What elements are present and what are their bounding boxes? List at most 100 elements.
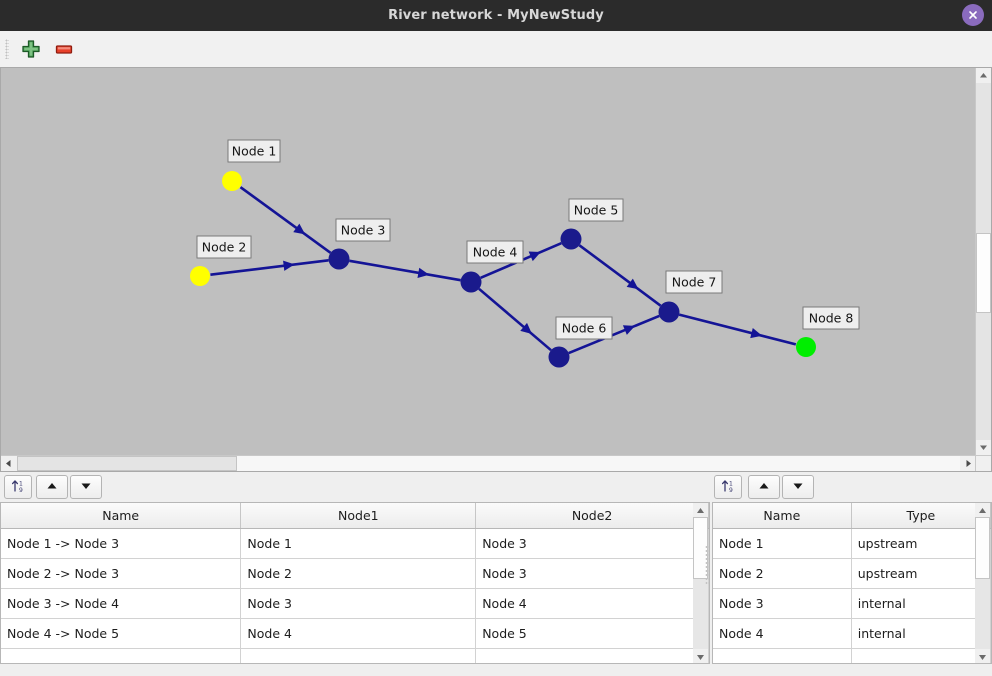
canvas-vertical-scrollbar[interactable]	[975, 68, 991, 456]
network-canvas[interactable]: Node 1 Node 2 Node 3 Node 4 Node 5 Node 6 Node…	[0, 67, 992, 509]
graph-node-node-5[interactable]	[560, 228, 582, 250]
cell-name[interactable]: Node 1	[713, 528, 852, 559]
scroll-up-icon[interactable]	[975, 503, 990, 517]
cell-node2[interactable]: Node 3	[475, 558, 709, 589]
scroll-track-right[interactable]	[237, 456, 960, 471]
cell-node1[interactable]: Node 3	[240, 588, 477, 619]
cell-name[interactable]: Node 2	[713, 558, 852, 589]
sort-ascending-icon[interactable]: 1 9	[714, 475, 742, 499]
canvas-hscroll-thumb[interactable]	[17, 456, 237, 471]
node-label-node-5[interactable]: Node 5	[568, 198, 624, 222]
nodes-table[interactable]: Name Type Node 1 upstream Node 2 upstrea…	[712, 502, 992, 664]
graph-node-node-8[interactable]	[796, 337, 816, 357]
cell-name[interactable]	[1, 648, 242, 663]
node-label-node-3[interactable]: Node 3	[335, 218, 391, 242]
links-table-scrollbar[interactable]	[693, 503, 708, 663]
cell-name[interactable]: Node 2 -> Node 3	[1, 558, 242, 589]
cell-node1[interactable]: Node 4	[240, 618, 477, 649]
svg-text:Node 8: Node 8	[809, 311, 854, 326]
table-row: Node 2 upstream	[713, 558, 991, 589]
node-label-node-2[interactable]: Node 2	[196, 235, 252, 259]
scroll-track[interactable]	[975, 579, 990, 649]
links-header-row: Name Node1 Node2	[1, 503, 709, 529]
cell-type[interactable]: internal	[851, 588, 991, 619]
scroll-track-lower[interactable]	[976, 313, 991, 440]
nodes-pane: 1 9 Name Type	[712, 472, 992, 676]
cell-name[interactable]: Node 3 -> Node 4	[1, 588, 242, 619]
toolbar-drag-handle[interactable]	[5, 39, 9, 59]
graph-node-node-1[interactable]	[222, 171, 242, 191]
scroll-down-icon[interactable]	[693, 649, 708, 663]
svg-text:1: 1	[729, 481, 733, 488]
cell-node2[interactable]: Node 5	[475, 618, 709, 649]
graph-node-node-4[interactable]	[460, 271, 482, 293]
nodes-col-type[interactable]: Type	[851, 503, 991, 529]
edge-n2-n3[interactable]	[210, 258, 329, 277]
edge-n4-n6[interactable]	[478, 287, 552, 352]
graph-node-node-7[interactable]	[658, 301, 680, 323]
links-col-node1[interactable]: Node1	[240, 503, 477, 529]
svg-text:Node 6: Node 6	[562, 321, 607, 336]
edge-n5-n7[interactable]	[578, 244, 662, 307]
scroll-down-icon[interactable]	[975, 649, 990, 663]
node-label-node-8[interactable]: Node 8	[802, 306, 860, 330]
scroll-up-icon[interactable]	[976, 68, 991, 83]
svg-text:9: 9	[729, 487, 733, 494]
cell-type[interactable]: upstream	[851, 558, 991, 589]
nodes-col-name[interactable]: Name	[713, 503, 852, 529]
move-down-button[interactable]	[70, 475, 102, 499]
network-diagram[interactable]: Node 1 Node 2 Node 3 Node 4 Node 5 Node 6 Node…	[1, 68, 976, 454]
cell-type[interactable]	[851, 648, 991, 663]
cell-node1[interactable]	[240, 648, 477, 663]
delete-node-icon[interactable]	[52, 37, 76, 61]
cell-node1[interactable]: Node 1	[240, 528, 477, 559]
graph-node-node-6[interactable]	[548, 346, 570, 368]
move-down-button[interactable]	[782, 475, 814, 499]
links-grid: Name Node1 Node2 Node 1 -> Node 3 Node 1…	[1, 503, 709, 663]
edge-n3-n4[interactable]	[349, 259, 461, 282]
links-col-name[interactable]: Name	[1, 503, 242, 529]
cell-name[interactable]: Node 4	[713, 618, 852, 649]
cell-node2[interactable]: Node 4	[475, 588, 709, 619]
network-graph-svg[interactable]: Node 1 Node 2 Node 3 Node 4 Node 5 Node 6 Node…	[1, 68, 976, 454]
nodes-scroll-thumb[interactable]	[975, 517, 990, 579]
links-table[interactable]: Name Node1 Node2 Node 1 -> Node 3 Node 1…	[0, 502, 710, 664]
cell-name[interactable]: Node 1 -> Node 3	[1, 528, 242, 559]
cell-name[interactable]: Node 4 -> Node 5	[1, 618, 242, 649]
scroll-right-icon[interactable]	[961, 456, 976, 471]
cell-node2[interactable]	[475, 648, 709, 663]
cell-name[interactable]: Node 3	[713, 588, 852, 619]
edge-n6-n7[interactable]	[568, 314, 660, 355]
scroll-track[interactable]	[693, 579, 708, 649]
cell-node1[interactable]: Node 2	[240, 558, 477, 589]
graph-node-node-3[interactable]	[328, 248, 350, 270]
move-up-button[interactable]	[748, 475, 780, 499]
cell-type[interactable]: internal	[851, 618, 991, 649]
svg-text:Node 5: Node 5	[574, 203, 619, 218]
edge-n7-n8[interactable]	[678, 313, 797, 346]
cell-name[interactable]	[713, 648, 852, 663]
node-label-node-7[interactable]: Node 7	[665, 270, 723, 294]
canvas-vscroll-thumb[interactable]	[976, 233, 991, 313]
node-label-node-6[interactable]: Node 6	[555, 316, 613, 340]
links-col-node2[interactable]: Node2	[475, 503, 709, 529]
nodes-table-scrollbar[interactable]	[975, 503, 990, 663]
scroll-track-upper[interactable]	[976, 83, 991, 233]
edge-n1-n3[interactable]	[239, 186, 332, 254]
table-row: Node 3 internal	[713, 588, 991, 619]
vertical-splitter-handle[interactable]	[705, 545, 709, 585]
node-label-node-1[interactable]: Node 1	[227, 139, 281, 163]
graph-node-node-2[interactable]	[190, 266, 210, 286]
scroll-down-icon[interactable]	[976, 440, 991, 455]
node-label-node-4[interactable]: Node 4	[466, 240, 524, 264]
move-up-button[interactable]	[36, 475, 68, 499]
sort-ascending-icon[interactable]: 1 9	[4, 475, 32, 499]
cell-type[interactable]: upstream	[851, 528, 991, 559]
cell-node2[interactable]: Node 3	[475, 528, 709, 559]
canvas-horizontal-scrollbar[interactable]	[1, 455, 976, 471]
nodes-header-row: Name Type	[713, 503, 991, 529]
scroll-left-icon[interactable]	[1, 456, 16, 471]
add-node-icon[interactable]	[19, 37, 43, 61]
scroll-up-icon[interactable]	[693, 503, 708, 517]
close-icon[interactable]	[962, 4, 984, 26]
